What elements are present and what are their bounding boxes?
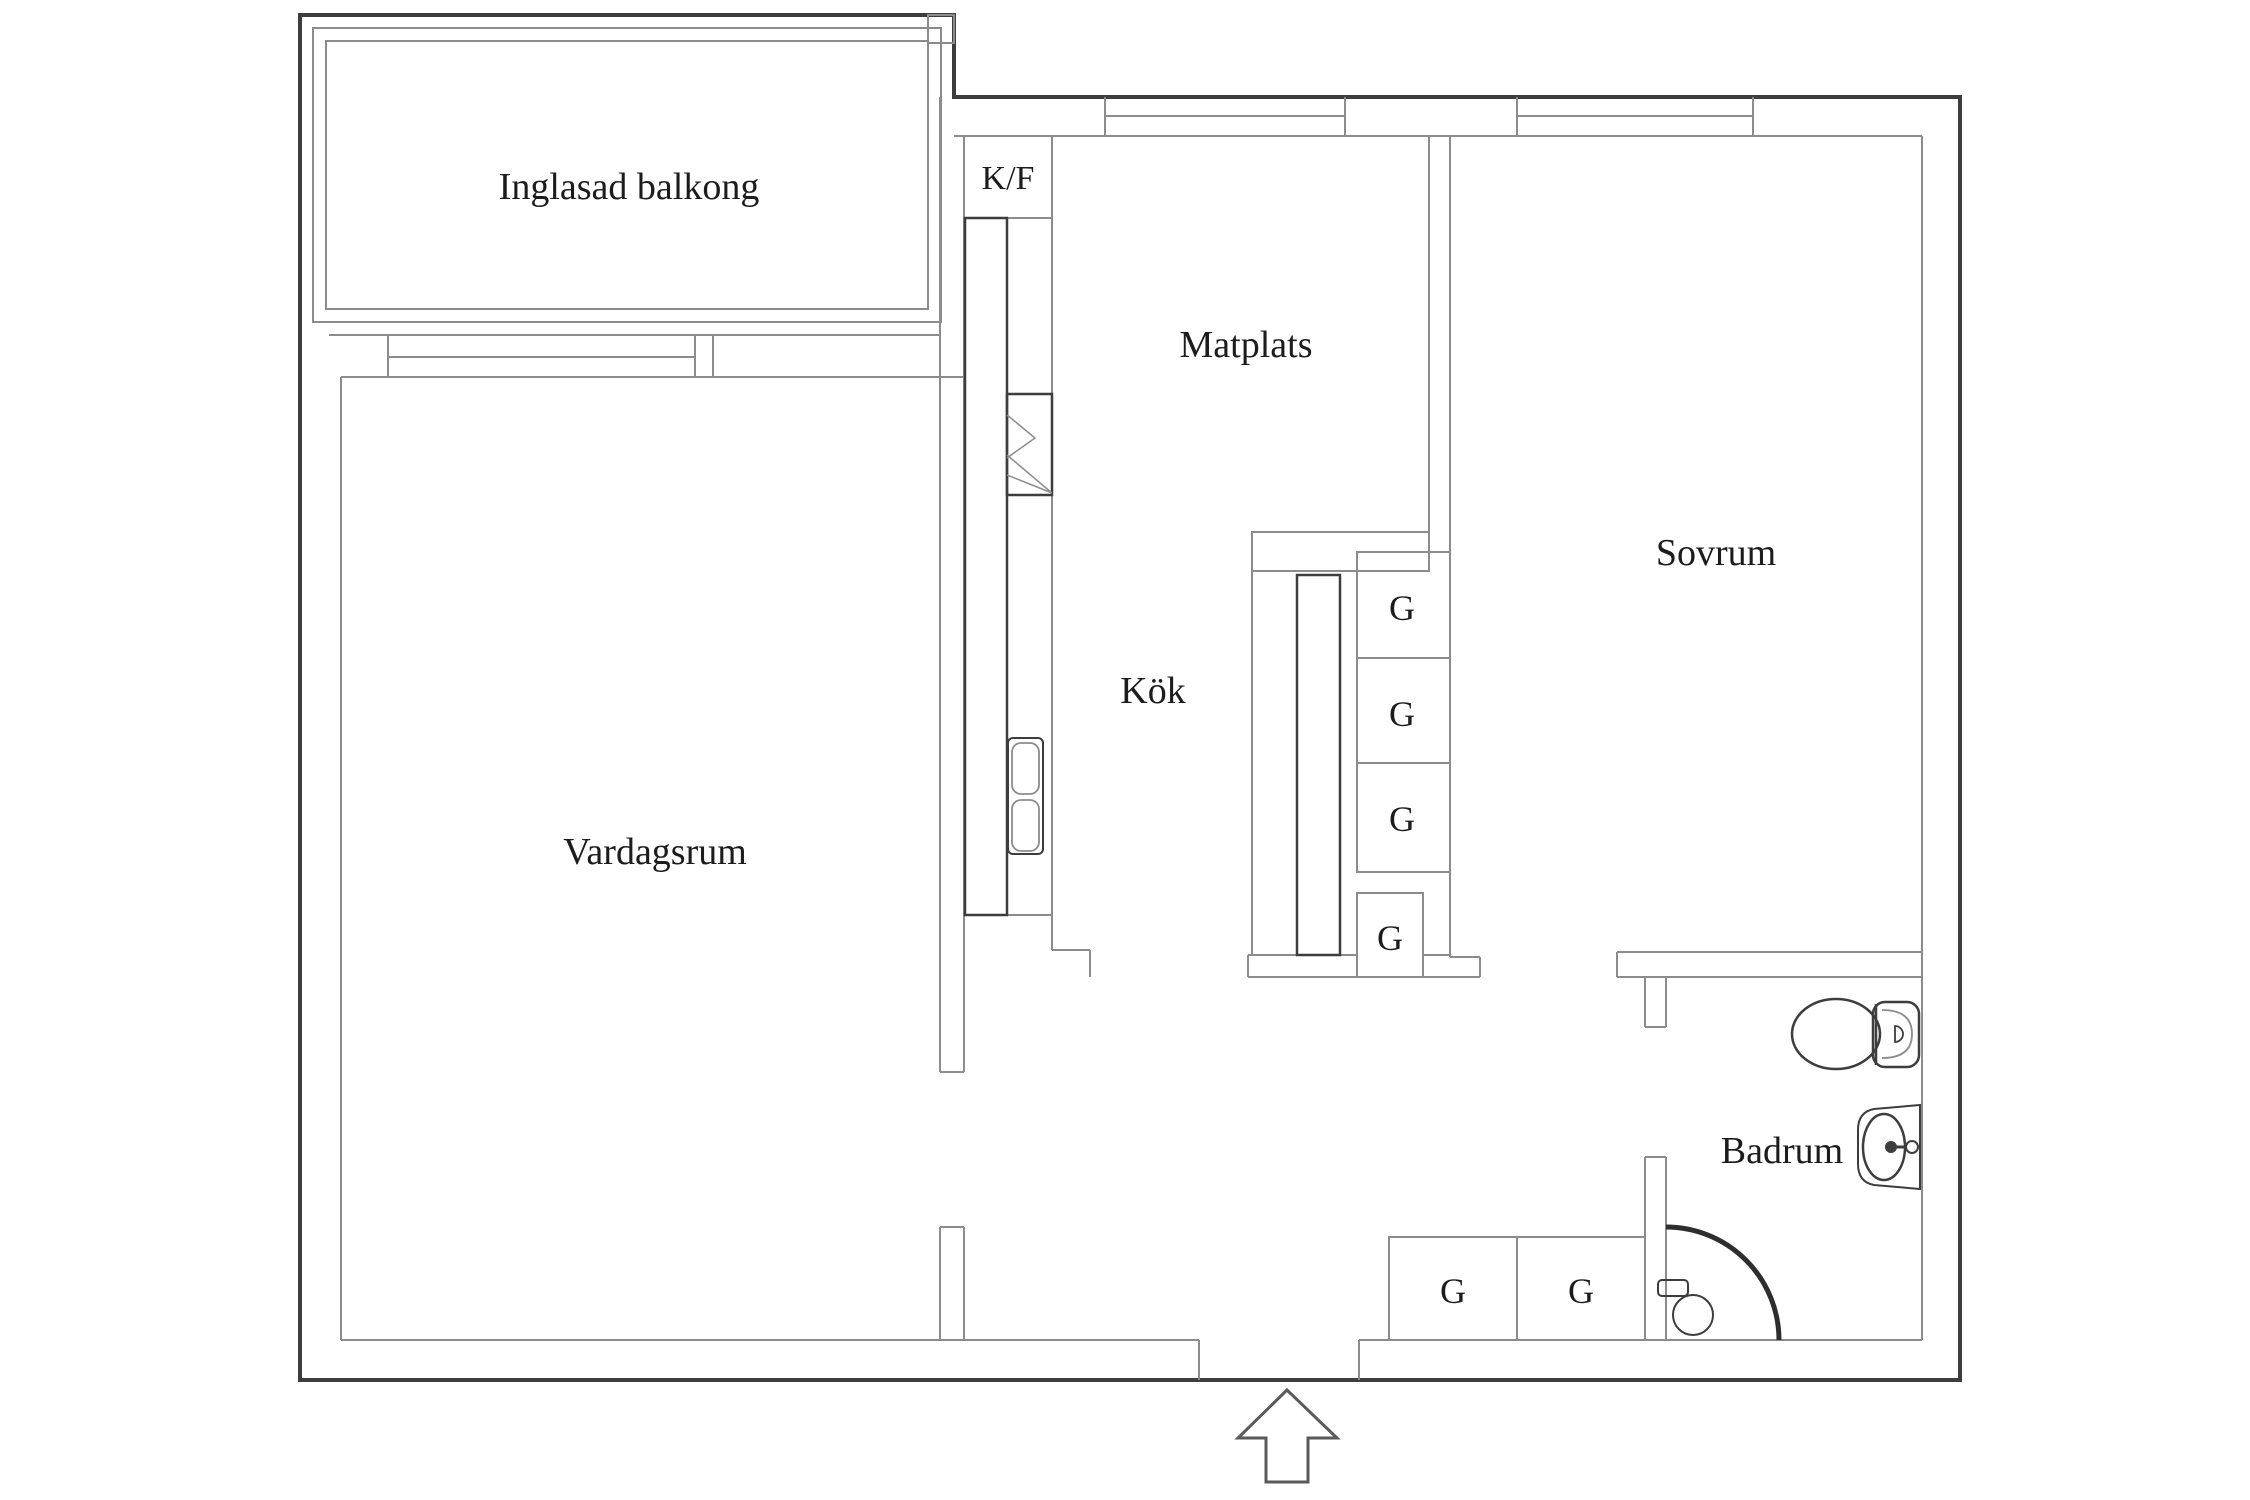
kitchen-sink-icon xyxy=(1007,737,1044,855)
room-label-dining: Matplats xyxy=(1180,324,1313,366)
entrance-arrow xyxy=(1234,1387,1341,1484)
wardrobe-column xyxy=(1356,551,1451,873)
window-dining xyxy=(1104,97,1346,137)
sliding-door xyxy=(1295,573,1342,957)
window-living-room xyxy=(387,335,714,377)
room-label-bathroom: Badrum xyxy=(1721,1130,1843,1172)
wardrobe-label: G xyxy=(1389,799,1415,839)
wardrobe-label: G xyxy=(1389,694,1415,734)
wardrobe-single xyxy=(1356,892,1424,978)
kitchen-fittings xyxy=(963,135,1054,917)
wardrobe-label: G xyxy=(1377,918,1403,958)
room-label-bedroom: Sovrum xyxy=(1656,532,1776,574)
windows xyxy=(387,97,1754,377)
toilet-icon xyxy=(1790,997,1921,1071)
room-label-balcony: Inglasad balkong xyxy=(499,166,760,208)
bathroom-sink-icon xyxy=(1857,1103,1921,1191)
label-fridge-freezer: K/F xyxy=(982,160,1035,197)
wardrobe-label: G xyxy=(1568,1271,1594,1311)
wardrobe-label: G xyxy=(1440,1271,1466,1311)
closet-nook xyxy=(1295,551,1451,978)
door-swing-arc xyxy=(1665,1224,1782,1341)
hall-wardrobes xyxy=(1388,1236,1646,1341)
kitchen-counter xyxy=(963,216,1009,917)
stove-icon xyxy=(1005,392,1054,497)
room-label-living-room: Vardagsrum xyxy=(563,831,747,873)
window-bedroom xyxy=(1516,97,1754,137)
shower-icon xyxy=(1657,1279,1714,1336)
wardrobe-label: G xyxy=(1389,588,1415,628)
room-label-kitchen: Kök xyxy=(1120,670,1185,712)
bathroom-fixtures xyxy=(1657,997,1921,1341)
